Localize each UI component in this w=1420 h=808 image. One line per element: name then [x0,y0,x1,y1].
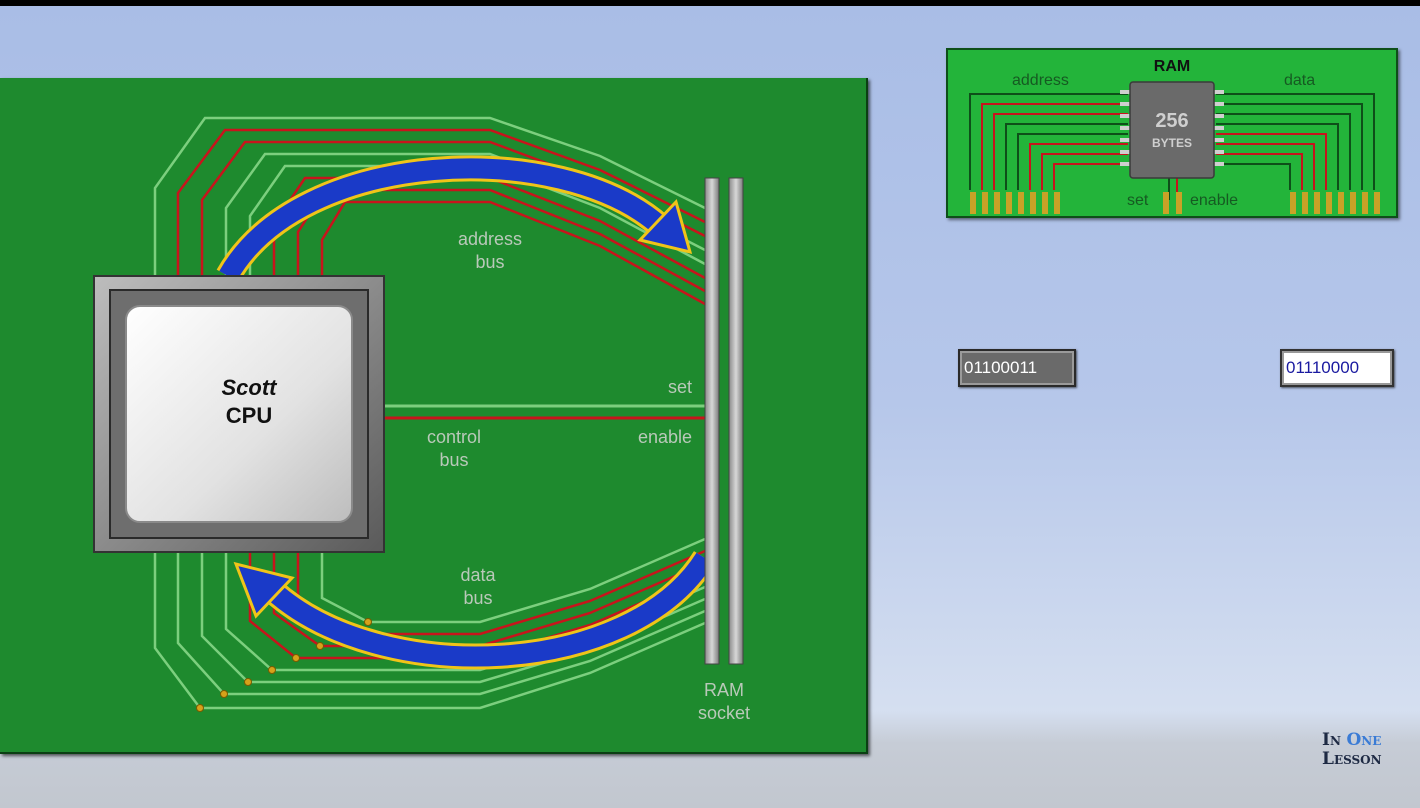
logo-word-1: In [1322,730,1341,750]
control-bus-label-2: bus [439,450,469,470]
logo-word-2: One [1346,730,1382,750]
enable-label: enable [637,427,692,447]
address-register-value: 01100011 [958,349,1076,387]
ram-socket-label-2: socket [697,703,751,723]
bus-wiring-diagram [93,116,744,712]
ram-card: RAM address data 256 BYTES set enable [946,48,1398,218]
ram-card-enable-label: enable [1190,192,1239,209]
ram-chip-icon [1120,81,1224,179]
logo-word-3: Lesson [1322,749,1382,769]
ram-socket-label: RAM [704,680,744,700]
flow-arrow-icon [216,155,693,283]
data-register-value: 01110000 [1280,349,1394,387]
ram-card-wiring [969,81,1380,214]
address-bus-label: address [457,229,523,249]
data-bus-label-2: bus [463,588,493,608]
ram-capacity: 256 [1155,110,1189,132]
cpu-name: Scott [221,375,277,400]
ram-card-data-label: data [1284,72,1316,89]
ram-card-title: RAM [1153,58,1191,75]
ram-card-set-label: set [1127,192,1149,209]
cpu-chip-icon [93,275,385,553]
control-bus-wires [383,404,705,420]
ram-card-address-label: address [1012,72,1069,89]
control-bus-label: control [426,427,482,447]
ram-capacity-unit: BYTES [1151,136,1192,150]
circuit-board: Scott CPU address bus control bus data b… [0,78,868,754]
flow-arrow-icon [233,550,717,670]
address-bus-label-2: bus [475,252,505,272]
ram-socket [704,177,744,665]
set-label: set [667,377,692,397]
cpu-label: CPU [225,403,273,428]
in-one-lesson-logo: In One Lesson [1322,730,1402,769]
data-bus-label: data [460,565,496,585]
